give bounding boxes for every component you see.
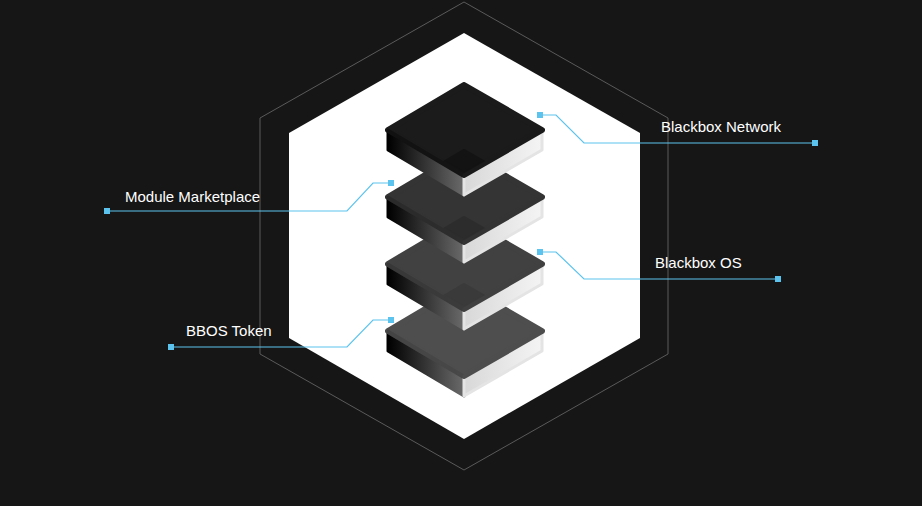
inner-hexagon <box>289 33 640 439</box>
leader-dot <box>812 140 818 146</box>
leader-dot <box>168 344 174 350</box>
leader-dot <box>104 208 110 214</box>
leader-line <box>171 320 391 347</box>
layer-stack <box>388 85 542 396</box>
callout-label: Module Marketplace <box>125 188 260 206</box>
outer-hexagon <box>260 2 668 470</box>
leader-dot <box>388 317 394 323</box>
leader-dot <box>537 249 543 255</box>
leader-line <box>540 115 815 143</box>
callout-label: BBOS Token <box>186 322 272 340</box>
leader-dot <box>775 276 781 282</box>
layer <box>388 85 542 195</box>
callout-label: Blackbox OS <box>655 254 742 272</box>
callout-label: Blackbox Network <box>661 118 781 136</box>
layer-top <box>388 85 542 175</box>
leader-dot <box>388 180 394 186</box>
leader-line <box>540 252 778 279</box>
leader-dot <box>537 112 543 118</box>
leader-lines <box>104 112 818 350</box>
leader-line <box>107 183 391 211</box>
